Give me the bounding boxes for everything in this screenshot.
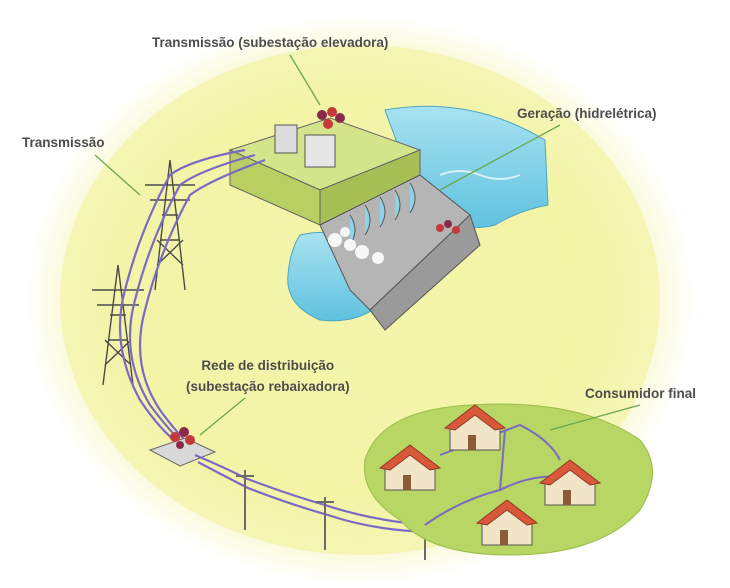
water-foam (328, 227, 384, 264)
reservoir-wave (439, 170, 521, 180)
house-3 (538, 459, 602, 506)
leader-distribution (199, 397, 246, 436)
power-lines (118, 148, 266, 452)
leader-lines (94, 54, 641, 436)
insulator-cluster-top (317, 107, 345, 129)
transmission-tower-2 (92, 264, 144, 386)
transformer-block-2 (274, 124, 298, 154)
distribution-insulators (170, 427, 195, 449)
house-2 (443, 404, 507, 451)
label-distribution: Rede de distribuição (subestação rebaixa… (186, 355, 350, 397)
leader-step-up (289, 54, 321, 106)
dam-insulators (436, 220, 460, 234)
transmission-tower-1 (145, 159, 195, 291)
transformer-block (304, 134, 336, 168)
distribution-substation-base (148, 437, 217, 467)
leader-generation (439, 124, 561, 191)
label-distribution-line2: (subestação rebaixadora) (186, 379, 350, 394)
distribution-lines (194, 453, 429, 534)
label-distribution-line1: Rede de distribuição (201, 358, 335, 373)
house-1 (378, 444, 442, 491)
dam-face (369, 214, 481, 331)
leader-transmission (94, 154, 141, 196)
label-generation: Geração (hidrelétrica) (517, 106, 657, 121)
label-step-up-substation: Transmissão (subestação elevadora) (152, 35, 389, 50)
leader-consumer (549, 404, 641, 431)
house-4 (475, 499, 539, 546)
label-transmission: Transmissão (22, 135, 105, 150)
spillway-gates (349, 182, 416, 246)
label-final-consumer: Consumidor final (585, 386, 696, 401)
